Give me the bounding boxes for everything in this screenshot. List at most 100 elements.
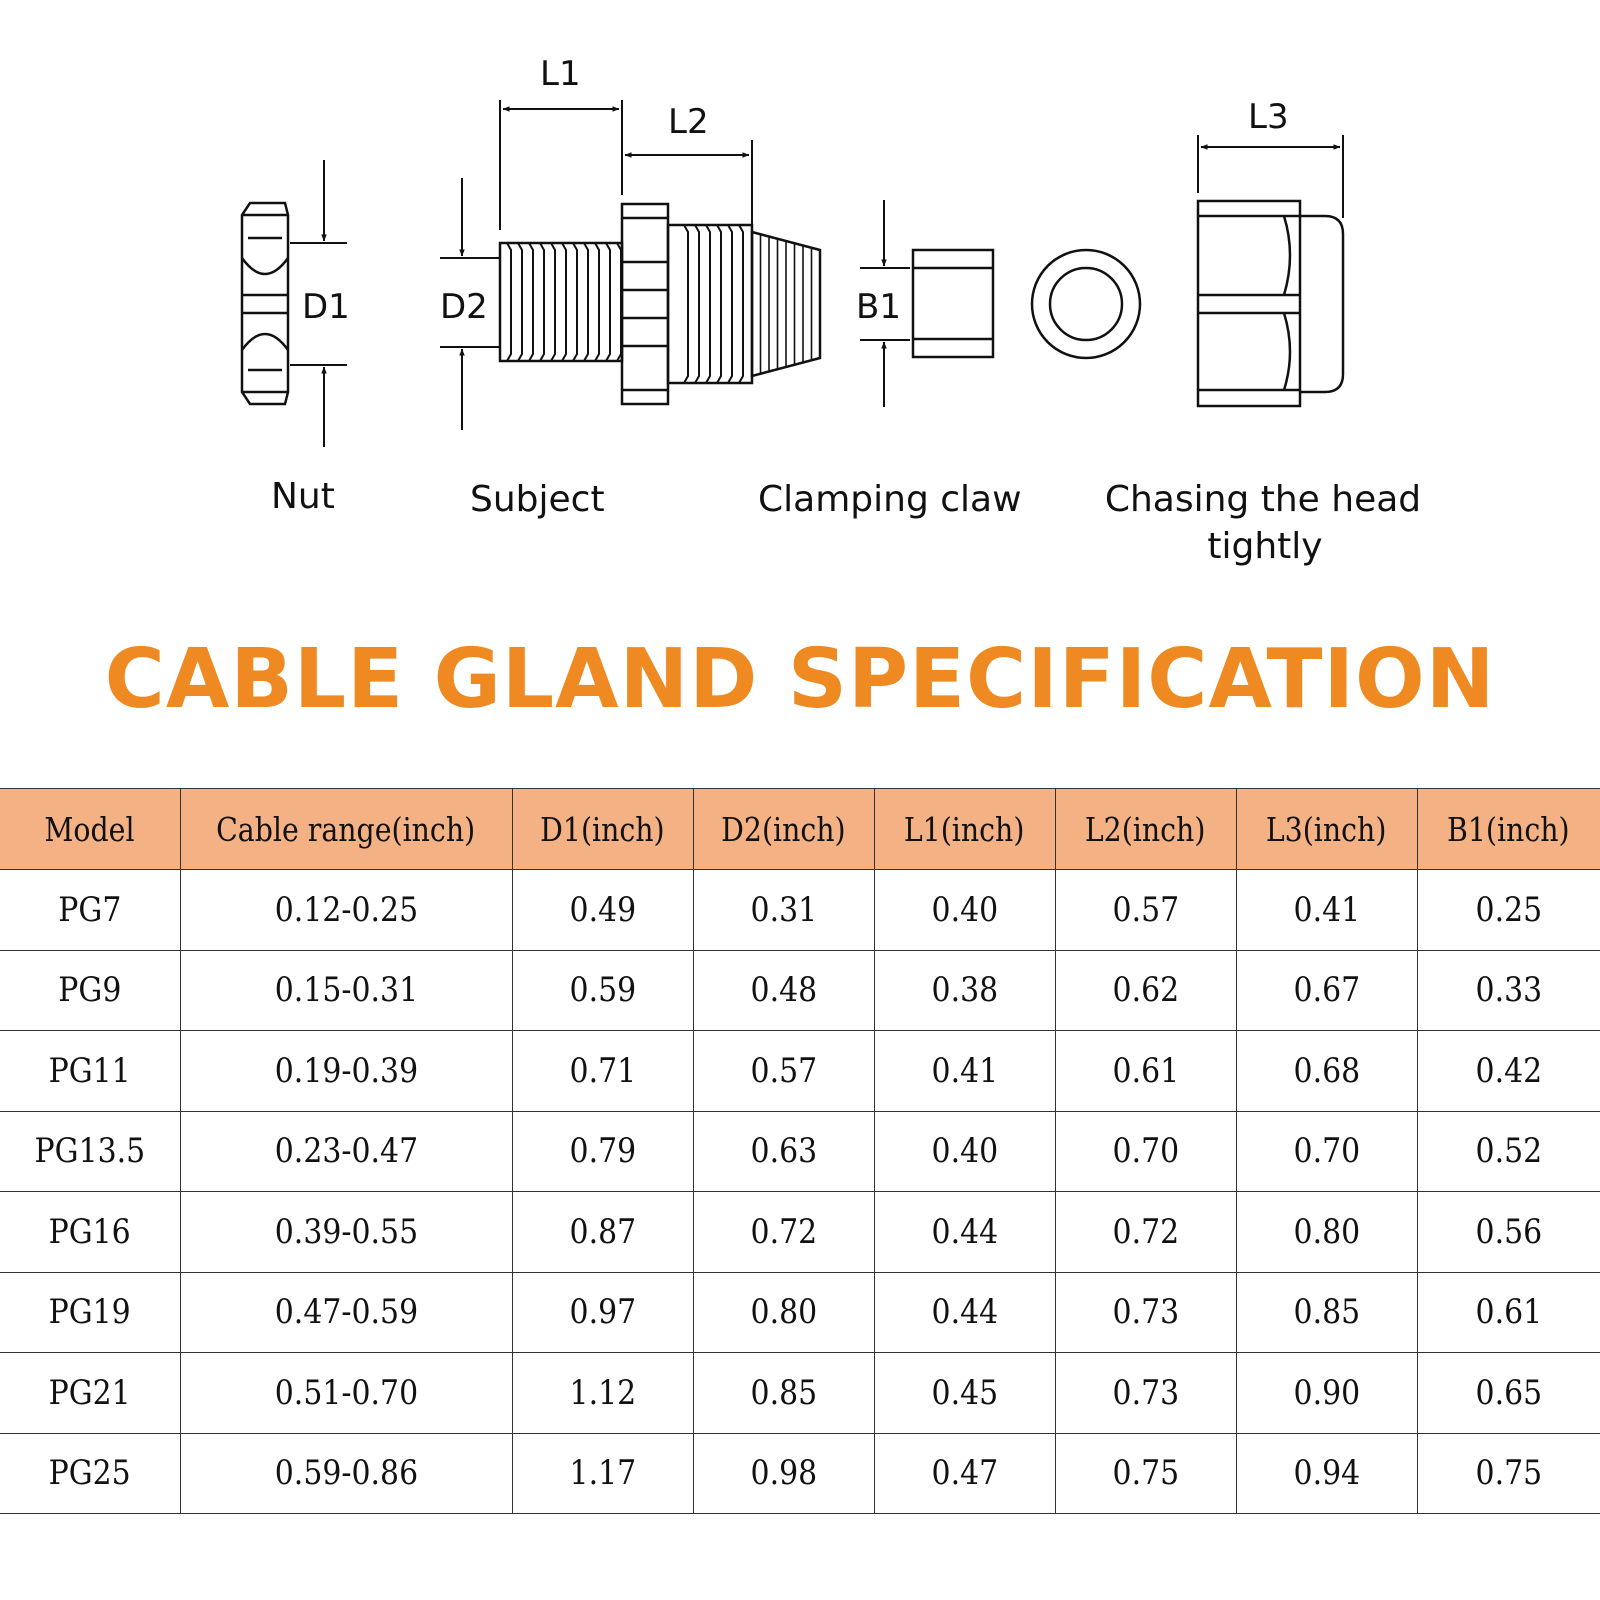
value-cell: 0.98 bbox=[692, 1432, 875, 1514]
l3-dimension bbox=[1197, 135, 1344, 218]
column-header: L2(inch) bbox=[1054, 788, 1237, 870]
cell-text: 0.61 bbox=[1112, 1050, 1179, 1091]
value-cell: 0.67 bbox=[1235, 949, 1418, 1031]
l1-label: L1 bbox=[540, 54, 581, 94]
value-cell: 0.59 bbox=[511, 949, 694, 1031]
cell-text: 0.73 bbox=[1112, 1372, 1179, 1413]
value-cell: 0.97 bbox=[511, 1271, 694, 1353]
model-cell: PG16 bbox=[0, 1191, 181, 1273]
value-cell: 0.79 bbox=[511, 1110, 694, 1192]
cell-text: 0.90 bbox=[1293, 1372, 1360, 1413]
nut-drawing bbox=[240, 201, 290, 406]
cell-text: 0.75 bbox=[1475, 1453, 1543, 1494]
cell-text: 0.79 bbox=[569, 1131, 636, 1172]
cell-text: 0.40 bbox=[931, 889, 998, 930]
cell-text: PG13.5 bbox=[34, 1131, 146, 1172]
cell-text: 0.19-0.39 bbox=[274, 1050, 418, 1091]
value-cell: 0.62 bbox=[1054, 949, 1237, 1031]
value-cell: 0.90 bbox=[1235, 1352, 1418, 1434]
cable-gland-diagram: D1 D2 L1 L2 bbox=[240, 54, 1421, 567]
model-cell: PG21 bbox=[0, 1352, 181, 1434]
part-label-head-line2: tightly bbox=[1207, 526, 1322, 567]
head-cap-drawing bbox=[1196, 199, 1345, 408]
value-cell: 0.72 bbox=[692, 1191, 875, 1273]
column-header: D2(inch) bbox=[692, 788, 875, 870]
value-cell: 0.19-0.39 bbox=[179, 1030, 513, 1112]
cell-text: PG16 bbox=[48, 1211, 131, 1252]
column-header: L3(inch) bbox=[1235, 788, 1418, 870]
value-cell: 1.12 bbox=[511, 1352, 694, 1434]
part-label-clamping-claw: Clamping claw bbox=[758, 479, 1022, 520]
column-header-label: D2(inch) bbox=[721, 809, 846, 849]
value-cell: 0.87 bbox=[511, 1191, 694, 1273]
cell-text: 0.57 bbox=[1112, 889, 1179, 930]
value-cell: 0.61 bbox=[1054, 1030, 1237, 1112]
column-header: L1(inch) bbox=[873, 788, 1056, 870]
value-cell: 0.44 bbox=[873, 1271, 1056, 1353]
cell-text: 0.73 bbox=[1112, 1292, 1179, 1333]
cell-text: 0.33 bbox=[1475, 970, 1543, 1011]
column-header-label: Cable range(inch) bbox=[216, 809, 476, 849]
value-cell: 0.52 bbox=[1416, 1110, 1600, 1192]
cell-text: 1.17 bbox=[569, 1453, 636, 1494]
value-cell: 0.47-0.59 bbox=[179, 1271, 513, 1353]
value-cell: 0.33 bbox=[1416, 949, 1600, 1031]
cell-text: 0.48 bbox=[750, 970, 817, 1011]
cell-text: 0.63 bbox=[750, 1131, 817, 1172]
l2-label: L2 bbox=[668, 102, 709, 142]
cell-text: 0.42 bbox=[1475, 1050, 1543, 1091]
model-cell: PG25 bbox=[0, 1432, 181, 1514]
cell-text: 0.68 bbox=[1293, 1050, 1360, 1091]
cell-text: 0.87 bbox=[569, 1211, 636, 1252]
cell-text: 0.23-0.47 bbox=[274, 1131, 418, 1172]
value-cell: 0.25 bbox=[1416, 869, 1600, 951]
model-cell: PG7 bbox=[0, 869, 181, 951]
column-header-label: Model bbox=[44, 809, 135, 849]
value-cell: 0.71 bbox=[511, 1030, 694, 1112]
value-cell: 0.47 bbox=[873, 1432, 1056, 1514]
cell-text: 0.70 bbox=[1112, 1131, 1179, 1172]
cell-text: 0.94 bbox=[1293, 1453, 1360, 1494]
cell-text: PG19 bbox=[48, 1292, 131, 1333]
column-header: Model bbox=[0, 788, 181, 870]
cell-text: PG25 bbox=[48, 1453, 131, 1494]
model-cell: PG9 bbox=[0, 949, 181, 1031]
value-cell: 0.44 bbox=[873, 1191, 1056, 1273]
cell-text: 0.41 bbox=[1293, 889, 1360, 930]
cell-text: 0.45 bbox=[931, 1372, 998, 1413]
value-cell: 0.72 bbox=[1054, 1191, 1237, 1273]
value-cell: 0.48 bbox=[692, 949, 875, 1031]
d1-label: D1 bbox=[302, 287, 350, 327]
cell-text: 0.40 bbox=[931, 1131, 998, 1172]
d1-dimension bbox=[290, 160, 347, 447]
value-cell: 0.85 bbox=[1235, 1271, 1418, 1353]
value-cell: 0.51-0.70 bbox=[179, 1352, 513, 1434]
value-cell: 0.41 bbox=[873, 1030, 1056, 1112]
cell-text: 1.12 bbox=[569, 1372, 636, 1413]
cell-text: 0.38 bbox=[931, 970, 998, 1011]
column-header-label: D1(inch) bbox=[540, 809, 665, 849]
value-cell: 1.17 bbox=[511, 1432, 694, 1514]
cell-text: 0.39-0.55 bbox=[274, 1211, 418, 1252]
cell-text: 0.49 bbox=[569, 889, 636, 930]
cell-text: 0.61 bbox=[1475, 1292, 1543, 1333]
column-header: B1(inch) bbox=[1416, 788, 1600, 870]
cell-text: 0.65 bbox=[1475, 1372, 1543, 1413]
cell-text: 0.80 bbox=[1293, 1211, 1360, 1252]
cell-text: 0.72 bbox=[1112, 1211, 1179, 1252]
column-header-label: B1(inch) bbox=[1447, 809, 1571, 849]
cell-text: PG9 bbox=[58, 970, 122, 1011]
cell-text: 0.70 bbox=[1293, 1131, 1360, 1172]
value-cell: 0.63 bbox=[692, 1110, 875, 1192]
l3-label: L3 bbox=[1248, 97, 1289, 137]
value-cell: 0.70 bbox=[1054, 1110, 1237, 1192]
cell-text: 0.85 bbox=[1293, 1292, 1360, 1333]
value-cell: 0.61 bbox=[1416, 1271, 1600, 1353]
cell-text: 0.51-0.70 bbox=[274, 1372, 418, 1413]
cell-text: 0.85 bbox=[750, 1372, 817, 1413]
cell-text: 0.57 bbox=[750, 1050, 817, 1091]
